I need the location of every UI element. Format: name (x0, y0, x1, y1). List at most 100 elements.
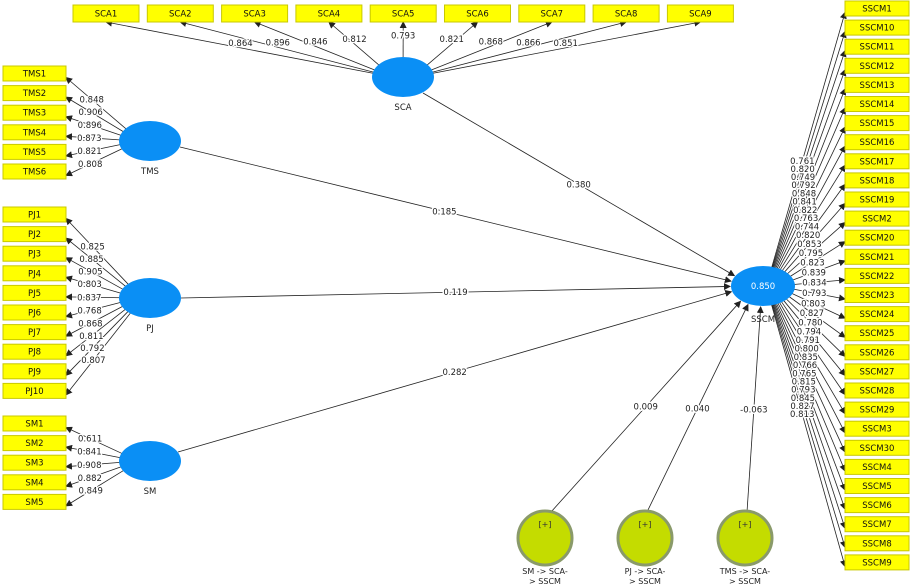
loading-line-sscm17 (779, 164, 846, 271)
loading-sscm8: 0.827 (790, 402, 814, 412)
sscm-r-squared: 0.850 (751, 282, 775, 292)
indicator-sm5 (2, 493, 67, 510)
construct-label-pj: PJ (146, 324, 154, 334)
loading-line-sscm20 (788, 241, 846, 278)
loading-sscm9: 0.813 (790, 410, 814, 420)
indicator-sscm14 (844, 96, 910, 112)
path-line-modsm-sscm (550, 300, 742, 513)
loading-tms6: 0.808 (78, 160, 102, 170)
indicator-label-sscm20: SSCM20 (860, 234, 895, 244)
path-line-pj-sscm (180, 283, 732, 299)
indicator-sscm30 (844, 439, 910, 456)
indicator-label-sscm18: SSCM18 (860, 176, 895, 186)
loading-sm1: 0.611 (78, 435, 102, 445)
indicator-label-sscm24: SSCM24 (860, 310, 895, 320)
indicator-pj7 (2, 324, 67, 341)
loading-sca5: 0.793 (391, 31, 415, 41)
indicator-label-tms1: TMS1 (22, 70, 46, 80)
indicator-label-tms6: TMS6 (22, 168, 46, 178)
loading-sca3: 0.846 (303, 37, 327, 47)
indicator-label-sca7: SCA7 (541, 10, 564, 20)
indicator-sscm18 (844, 172, 910, 189)
indicator-sscm8 (844, 535, 910, 552)
loading-line-sscm5 (773, 302, 847, 491)
indicator-label-sscm26: SSCM26 (860, 348, 895, 358)
loading-line-sca6 (425, 21, 479, 67)
loading-sscm27: 0.794 (797, 327, 821, 337)
indicator-sm2 (2, 435, 67, 452)
indicator-sca4 (295, 4, 363, 23)
loading-sscm2: 0.795 (799, 249, 823, 259)
indicator-pj9 (2, 363, 67, 380)
indicator-sca9 (666, 4, 734, 23)
loading-line-sm1 (65, 426, 124, 455)
loading-line-sscm27 (782, 299, 846, 377)
indicator-tms2 (2, 85, 67, 102)
loading-sscm20: 0.823 (800, 258, 824, 268)
loading-line-sscm2 (786, 221, 846, 276)
indicator-label-sscm22: SSCM22 (860, 272, 895, 282)
loading-tms4: 0.873 (77, 134, 101, 144)
loading-sca6: 0.821 (440, 35, 464, 45)
loading-line-pj10 (65, 311, 132, 396)
loading-line-sscm4 (774, 302, 846, 472)
indicator-sscm25 (844, 325, 910, 342)
indicator-sm3 (2, 454, 67, 471)
indicator-sscm13 (844, 76, 910, 93)
indicator-sca6 (444, 4, 511, 23)
loading-tms1: 0.848 (80, 96, 104, 106)
indicator-label-sm2: SM2 (25, 439, 43, 449)
loading-sscm17: 0.744 (795, 222, 819, 232)
indicator-label-sm4: SM4 (25, 478, 43, 488)
loading-line-tms3 (65, 115, 123, 137)
loading-sscm24: 0.803 (801, 299, 825, 309)
indicator-label-sscm7: SSCM7 (862, 520, 891, 530)
loading-line-sscm22 (792, 276, 846, 286)
loading-sca8: 0.866 (516, 38, 540, 48)
moderator-expand-mod-tms: [+] (739, 520, 752, 529)
construct-label-sscm: SSCM (751, 315, 775, 325)
loading-line-sca2 (179, 20, 376, 73)
moderator-label-mod-pj-0: PJ -> SCA- (625, 567, 666, 576)
indicator-pj5 (2, 284, 67, 301)
loading-line-sscm3 (777, 301, 846, 434)
loading-line-sca7 (429, 20, 553, 71)
loading-pj8: 0.811 (79, 332, 103, 342)
loading-line-pj7 (65, 305, 125, 337)
loading-pj4: 0.803 (77, 280, 101, 290)
loading-line-sscm24 (790, 292, 846, 319)
loading-sscm16: 0.763 (794, 214, 818, 224)
path-coefficient-modsm-sscm: 0.009 (634, 403, 658, 413)
moderator-label-mod-tms-0: TMS -> SCA- (719, 567, 771, 576)
indicator-sscm5 (844, 478, 910, 494)
loading-pj1: 0.825 (80, 243, 104, 253)
indicator-pj8 (2, 343, 67, 360)
loading-line-tms2 (65, 96, 125, 133)
indicator-tms3 (2, 104, 67, 121)
indicator-sscm21 (844, 248, 910, 265)
indicator-label-sm1: SM1 (25, 420, 43, 430)
loading-sscm14: 0.841 (792, 198, 816, 208)
loading-line-pj2 (65, 237, 128, 288)
indicator-sca1 (72, 4, 140, 23)
indicator-label-pj1: PJ1 (28, 211, 41, 221)
indicator-label-sca4: SCA4 (318, 10, 341, 20)
indicator-sca5 (369, 4, 437, 23)
indicator-tms4 (2, 124, 67, 141)
indicator-sca2 (146, 4, 214, 23)
indicator-sscm27 (844, 363, 910, 380)
construct-pj (119, 278, 181, 318)
moderator-label-mod-sm-0: SM -> SCA- (522, 567, 568, 576)
loading-line-sscm9 (770, 303, 847, 568)
loading-line-sscm8 (771, 303, 847, 549)
indicator-sscm10 (844, 19, 910, 36)
indicator-label-sscm15: SSCM15 (860, 119, 895, 129)
indicator-label-pj3: PJ3 (28, 250, 41, 260)
path-coefficient-pj-sscm: 0.119 (443, 288, 467, 298)
indicator-label-sscm12: SSCM12 (860, 62, 895, 72)
indicator-sm4 (2, 474, 67, 491)
indicator-sca3 (221, 4, 289, 23)
loading-sca1: 0.864 (228, 39, 252, 49)
construct-sscm (731, 266, 795, 306)
